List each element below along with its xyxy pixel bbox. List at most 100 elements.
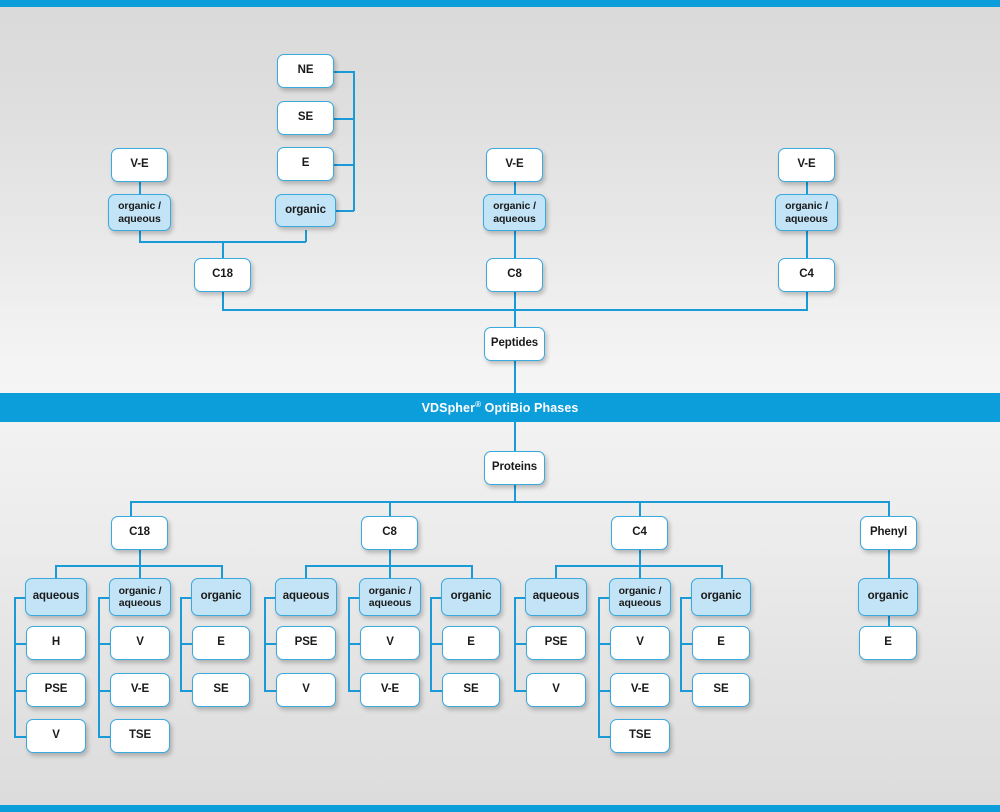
connector-organic-c18-down <box>305 230 307 242</box>
connector-phenyl-organic-to-e <box>888 616 890 626</box>
bracket-c8-aqueous-parent <box>264 597 276 599</box>
node-proteins-c8-mode-organic[interactable]: organic <box>441 578 501 616</box>
node-proteins-c18-aqueous-h[interactable]: H <box>26 626 86 660</box>
node-peptides-c18-mode-organic-aqueous[interactable]: organic / aqueous <box>108 194 171 231</box>
bracket-c18-aqueous-parent <box>14 597 26 599</box>
node-proteins-c18-orgaq-tse[interactable]: TSE <box>110 719 170 753</box>
connector-rail-to-phenyl <box>888 501 890 517</box>
connector-c8-to-peptides <box>514 291 516 328</box>
node-peptides-root[interactable]: Peptides <box>484 327 545 361</box>
node-proteins-c18-mode-organic-aqueous[interactable]: organic / aqueous <box>109 578 171 616</box>
node-label: aqueous <box>32 590 80 603</box>
connector-c18p-fan <box>55 565 222 567</box>
node-label: Phenyl <box>869 526 908 539</box>
connector-c4p-fan <box>555 565 722 567</box>
node-proteins-c8-aqueous-v[interactable]: V <box>276 673 336 707</box>
connector-banner-to-proteins <box>514 422 516 451</box>
connector-c8p-to-aqueous <box>305 565 307 579</box>
connector-c18-down <box>222 291 224 310</box>
node-proteins-c18-aqueous-v[interactable]: V <box>26 719 86 753</box>
node-peptides-c18-organic-se[interactable]: SE <box>277 101 334 135</box>
bracket-c18-organic-item-1 <box>180 690 192 692</box>
node-peptides-c18-organic-ne[interactable]: NE <box>277 54 334 88</box>
node-proteins-c8-mode-organic-aqueous[interactable]: organic / aqueous <box>359 578 421 616</box>
node-proteins-c18-organic-e[interactable]: E <box>192 626 250 660</box>
node-proteins-c18-orgaq-ve[interactable]: V-E <box>110 673 170 707</box>
connector-c4p-down <box>639 549 641 566</box>
node-proteins-c4-aqueous-v[interactable]: V <box>526 673 586 707</box>
node-proteins-c18-mode-aqueous[interactable]: aqueous <box>25 578 87 616</box>
node-proteins-phase-phenyl[interactable]: Phenyl <box>860 516 917 550</box>
connector-se-to-bracket <box>334 118 354 120</box>
node-label: Peptides <box>490 337 539 350</box>
node-proteins-c8-orgaq-v[interactable]: V <box>360 626 420 660</box>
connector-c8p-fan <box>305 565 472 567</box>
node-peptides-phase-c4[interactable]: C4 <box>778 258 835 292</box>
connector-ve-to-orgaq-c4 <box>806 182 808 195</box>
node-label-line2: aqueous <box>118 597 162 609</box>
node-peptides-c18-organic-e[interactable]: E <box>277 147 334 181</box>
node-label: C8 <box>507 268 522 281</box>
node-proteins-c4-orgaq-v[interactable]: V <box>610 626 670 660</box>
node-proteins-c4-orgaq-tse[interactable]: TSE <box>610 719 670 753</box>
node-proteins-phase-c8[interactable]: C8 <box>361 516 418 550</box>
node-proteins-c4-aqueous-pse[interactable]: PSE <box>526 626 586 660</box>
connector-bracket-vertical-top <box>353 71 355 211</box>
node-proteins-c4-orgaq-ve[interactable]: V-E <box>610 673 670 707</box>
node-label: TSE <box>628 729 652 742</box>
connector-orgaq-c18-down <box>139 230 141 242</box>
node-peptides-c4-mode-organic-aqueous[interactable]: organic / aqueous <box>775 194 838 231</box>
node-label: V-E <box>505 158 524 171</box>
node-proteins-c8-mode-aqueous[interactable]: aqueous <box>275 578 337 616</box>
bracket-c4-organic-parent <box>680 597 692 599</box>
node-proteins-phase-c4[interactable]: C4 <box>611 516 668 550</box>
node-proteins-c18-orgaq-v[interactable]: V <box>110 626 170 660</box>
node-label: organic <box>200 590 242 603</box>
node-peptides-c18-mode-organic[interactable]: organic <box>275 194 336 227</box>
node-label-line2: aqueous <box>493 212 536 225</box>
node-peptides-phase-c8[interactable]: C8 <box>486 258 543 292</box>
node-proteins-c18-mode-organic[interactable]: organic <box>191 578 251 616</box>
node-proteins-phenyl-mode-organic[interactable]: organic <box>858 578 918 616</box>
node-proteins-c4-organic-e[interactable]: E <box>692 626 750 660</box>
node-peptides-c8-ve[interactable]: V-E <box>486 148 543 182</box>
connector-phenyl-to-organic <box>888 549 890 578</box>
node-proteins-c18-aqueous-pse[interactable]: PSE <box>26 673 86 707</box>
node-label: E <box>217 636 225 649</box>
connector-c8p-to-organic <box>471 565 473 579</box>
node-proteins-c4-organic-se[interactable]: SE <box>692 673 750 707</box>
node-peptides-c4-ve[interactable]: V-E <box>778 148 835 182</box>
node-label: V <box>552 683 560 696</box>
node-proteins-c4-mode-organic-aqueous[interactable]: organic / aqueous <box>609 578 671 616</box>
node-proteins-c8-orgaq-ve[interactable]: V-E <box>360 673 420 707</box>
node-label-line2: aqueous <box>368 597 412 609</box>
node-proteins-phenyl-organic-e[interactable]: E <box>859 626 917 660</box>
connector-rail-to-c18-proteins <box>130 501 132 517</box>
bracket-c8-orgaq-item-1 <box>348 690 360 692</box>
node-peptides-phase-c18[interactable]: C18 <box>194 258 251 292</box>
connector-ve-to-orgaq-c18 <box>139 182 141 195</box>
node-proteins-c4-mode-aqueous[interactable]: aqueous <box>525 578 587 616</box>
bracket-c18-aqueous-item-1 <box>14 690 26 692</box>
node-proteins-root[interactable]: Proteins <box>484 451 545 485</box>
node-label-line2: aqueous <box>785 212 828 225</box>
node-proteins-phase-c18[interactable]: C18 <box>111 516 168 550</box>
node-peptides-c8-mode-organic-aqueous[interactable]: organic / aqueous <box>483 194 546 231</box>
node-proteins-c8-organic-e[interactable]: E <box>442 626 500 660</box>
node-label: V-E <box>630 683 650 696</box>
connector-rail-to-c4-proteins <box>639 501 641 517</box>
node-label: V-E <box>797 158 816 171</box>
node-label: V <box>136 636 144 649</box>
node-label: C18 <box>212 268 233 281</box>
node-proteins-c8-aqueous-pse[interactable]: PSE <box>276 626 336 660</box>
node-label: TSE <box>128 729 152 742</box>
node-label: V <box>636 636 644 649</box>
node-proteins-c18-organic-se[interactable]: SE <box>192 673 250 707</box>
node-label-line1: organic / <box>368 584 412 597</box>
bracket-c18-orgaq-parent <box>98 597 110 599</box>
node-proteins-c4-mode-organic[interactable]: organic <box>691 578 751 616</box>
node-label: C4 <box>632 526 647 539</box>
node-peptides-c18-ve[interactable]: V-E <box>111 148 168 182</box>
bracket-c4-orgaq-item-2 <box>598 736 610 738</box>
node-proteins-c8-organic-se[interactable]: SE <box>442 673 500 707</box>
